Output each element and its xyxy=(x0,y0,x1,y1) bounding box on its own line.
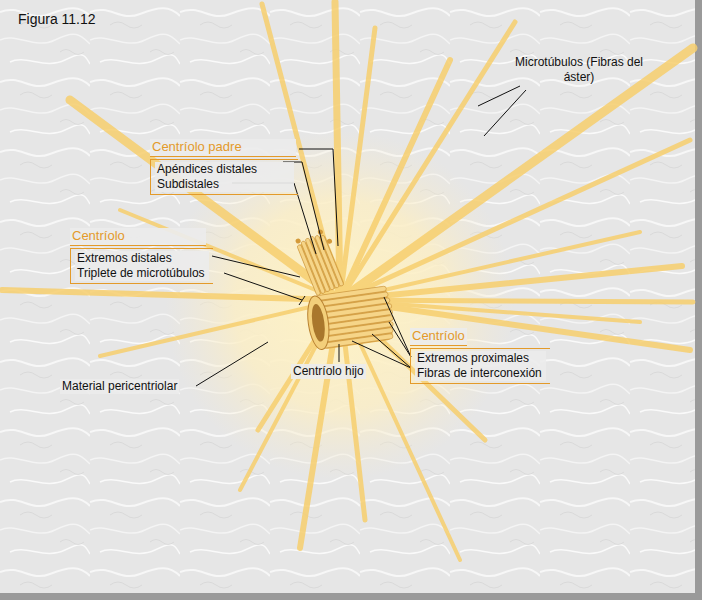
figure-title: Figura 11.12 xyxy=(18,12,96,27)
bracket-box: Extremos distalesTriplete de microtúbulo… xyxy=(70,248,213,284)
part-label: Apéndices distales xyxy=(155,162,294,177)
group-heading: Centríolo padre xyxy=(150,139,296,157)
part-label: Triplete de microtúbulos xyxy=(75,266,209,281)
group-heading: Centríolo xyxy=(70,228,206,246)
group-heading: Centríolo xyxy=(410,328,467,346)
part-label: Extremos distales xyxy=(75,251,209,266)
part-label: Extremos proximales xyxy=(415,351,546,366)
part-label: Subdistales xyxy=(155,177,294,192)
label-group: Centríolo padreApéndices distalesSubdist… xyxy=(150,137,298,195)
label-group: CentríoloExtremos distalesTriplete de mi… xyxy=(70,226,213,284)
callout-label: Material pericentriolar xyxy=(60,379,179,394)
label-group: CentríoloExtremos proximalesFibras de in… xyxy=(410,326,550,384)
bracket-box: Apéndices distalesSubdistales xyxy=(150,159,298,195)
part-label: Fibras de interconexión xyxy=(415,366,546,381)
bracket-box: Extremos proximalesFibras de interconexi… xyxy=(410,348,550,384)
callout-label: Microtúbulos (Fibras del áster) xyxy=(512,55,646,85)
callout-label: Centríolo hijo xyxy=(291,364,366,379)
